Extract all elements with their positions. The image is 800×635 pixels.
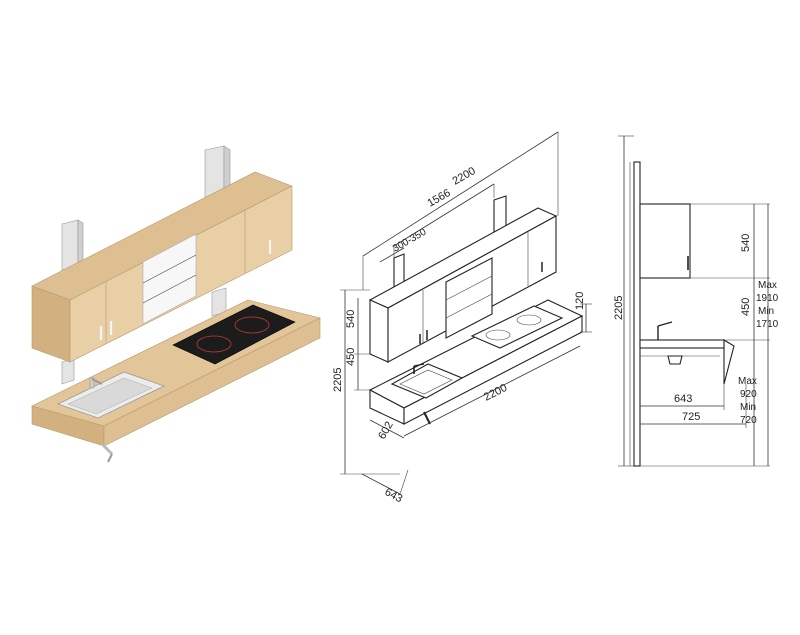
countertop: [31, 299, 321, 463]
side-wall-panel: [633, 161, 641, 467]
dim-iso-countertop-length: 2200: [482, 382, 509, 404]
dim-side-total-depth: 725: [682, 411, 700, 423]
dim-side-gap-height: 450: [740, 298, 752, 316]
dim-iso-total-depth: 643: [383, 486, 405, 505]
iso-dimension-lines: [340, 131, 592, 495]
dim-side-upper-max-label: Max: [758, 280, 777, 291]
iso-open-shelf: [445, 257, 493, 339]
faucet-icon: [89, 377, 103, 389]
kitchen-iso-drawing: 2200 1566 300-350 540 450 2205 120 2200 …: [332, 131, 592, 505]
dim-iso-total-height: 2205: [332, 368, 344, 392]
dim-side-upper-max: 1910: [756, 293, 779, 304]
kitchen-side-elevation: 2205 540 450 Max 1910 Min 1710 643 725 M…: [613, 135, 779, 467]
dim-side-lower-min: 720: [740, 415, 757, 426]
dim-side-total-height: 2205: [613, 296, 625, 320]
dim-iso-inner-width: 1566: [426, 187, 453, 210]
iso-hob: [470, 305, 564, 349]
dim-side-counter-depth: 643: [674, 393, 692, 405]
dim-iso-cabinet-height: 540: [345, 310, 357, 328]
side-upper-cabinet: [639, 203, 691, 279]
hob-burner-icon: [234, 316, 270, 334]
side-countertop: [639, 339, 725, 349]
iso-sink: [390, 363, 464, 399]
dim-side-lower-min-label: Min: [740, 402, 756, 413]
wall-brackets: [61, 145, 231, 385]
kitchen-3d-render: [31, 145, 321, 463]
dim-side-upper-min: 1710: [756, 319, 779, 330]
dim-iso-bracket-spacing: 300-350: [391, 227, 429, 255]
dim-iso-counter-depth: 602: [376, 420, 396, 442]
dim-side-cabinet-height: 540: [740, 234, 752, 252]
side-dimension-labels: 2205 540 450 Max 1910 Min 1710 643 725 M…: [613, 234, 779, 426]
bracket-left: [61, 219, 79, 271]
countertop-front: [103, 317, 321, 447]
upper-cabinet: [31, 171, 293, 363]
dim-iso-countertop-thickness: 120: [574, 292, 586, 310]
side-dimension-lines: [618, 135, 770, 467]
dim-side-upper-min-label: Min: [758, 306, 774, 317]
dim-iso-width-top: 2200: [451, 165, 478, 188]
dim-iso-gap-height: 450: [345, 348, 357, 366]
open-shelf: [142, 233, 197, 325]
hob-burner-icon: [196, 335, 232, 353]
dim-side-lower-max-label: Max: [738, 376, 757, 387]
dim-side-lower-max: 920: [740, 389, 757, 400]
